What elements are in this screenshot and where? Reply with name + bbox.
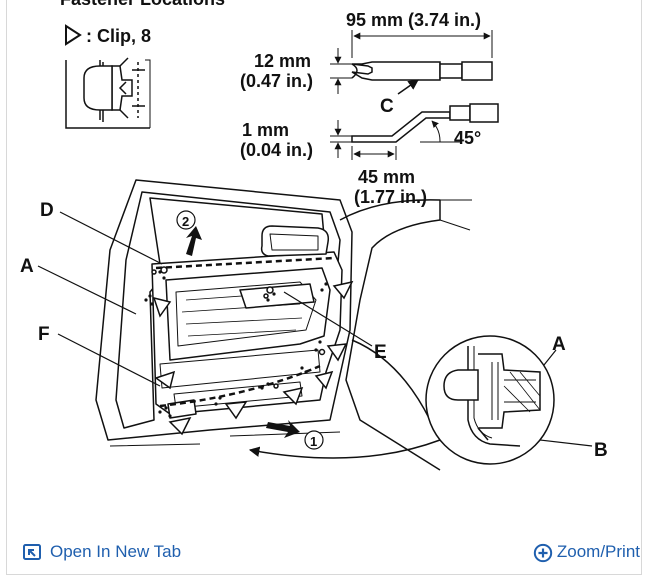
callout-c: C [380,96,394,117]
swing-arrow [248,439,441,459]
callout-d: D [40,200,54,221]
dim-length-label: 95 mm (3.74 in.) [346,10,481,30]
dim-width-mm: 12 mm [254,51,311,71]
callout-e: E [374,342,387,363]
door-clips [151,266,354,436]
clip-legend-text: : Clip, 8 [86,26,151,46]
clip-detail [65,57,151,129]
clip-detail-inset [425,335,555,465]
step1-circle [304,430,324,450]
open-new-tab-icon [22,542,42,562]
clip-marker-icon [326,343,348,362]
dim-thick-in: (0.04 in.) [240,140,313,160]
tool-top-view [351,61,493,81]
dim-angle-label: 45° [454,128,481,148]
fastener-diagram: Fastener Locations : Clip, 8 95 mm (3.74… [20,0,608,471]
step1-arrow-icon [266,420,300,438]
dim-thick-mm: 1 mm [242,120,289,140]
zoom-print-button[interactable]: Zoom/Print [533,539,640,565]
open-in-new-tab-label: Open In New Tab [50,542,182,561]
dim-width-in: (0.47 in.) [240,71,313,91]
clip-marker-icon [224,401,248,420]
clip-marker-icon [332,280,354,300]
step2-circle [176,210,196,230]
clip-marker-icon [314,370,334,390]
tool-side-view [351,103,499,143]
step2-arrow-icon [186,226,202,256]
clip-marker-icon [154,370,176,390]
dim-bend [351,146,397,160]
image-toolbar: Open In New Tab Zoom/Print [6,533,642,573]
zoom-print-label: Zoom/Print [556,542,640,561]
callout-f: F [38,324,50,345]
diagram-heading: Fastener Locations [60,0,225,9]
dim-thickness [330,120,352,158]
clip-marker-icon [282,386,304,406]
door-panel [95,179,472,471]
dim-bend-mm: 45 mm [358,167,415,187]
zoom-plus-icon [533,542,553,563]
callout-b: B [594,440,608,461]
clip-marker-icon [168,416,192,436]
callout-a-detail: A [552,334,566,355]
step1-label: 1 [310,434,317,449]
clip-triangle-icon [65,24,82,46]
clip-legend: : Clip, 8 [65,24,151,46]
open-in-new-tab-button[interactable]: Open In New Tab [22,539,181,565]
dotted-clips [144,270,328,418]
dim-bend-in: (1.77 in.) [354,187,427,207]
clip-marker-icon [152,296,172,318]
dim-width [330,48,352,94]
dim-length [351,30,493,58]
callout-a-door: A [20,256,34,277]
step2-label: 2 [182,214,189,229]
